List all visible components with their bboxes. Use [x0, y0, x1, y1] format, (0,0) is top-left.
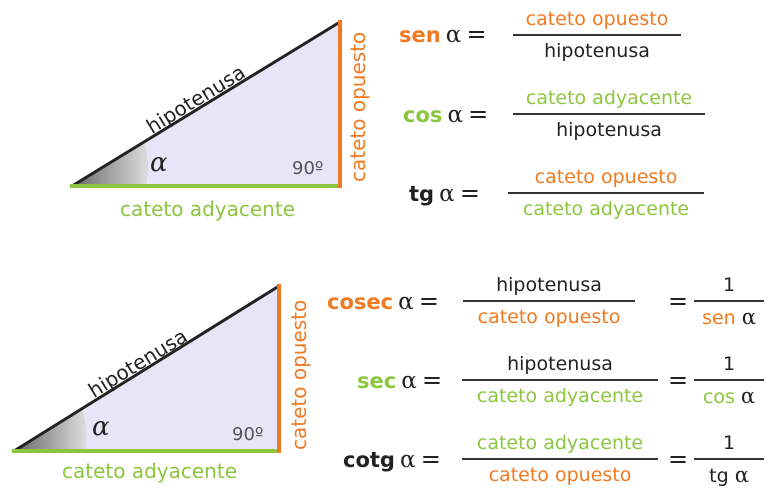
formula-cos-lhs: cos α =	[403, 100, 488, 128]
formula-sec-name: sec	[357, 369, 397, 393]
formula-sec-fraction: hipotenusa cateto adyacente	[462, 353, 658, 407]
formula-cosec-equals-2: =	[668, 287, 689, 315]
formula-sec-numerator: hipotenusa	[507, 353, 613, 375]
formula-sec-alpha: α	[401, 368, 417, 394]
formula-tg-fraction: cateto opuesto cateto adyacente	[508, 166, 704, 220]
triangle-bottom-hypotenuse-line	[13, 284, 280, 453]
triangle-top-right-angle-label: 90º	[292, 158, 324, 179]
triangle-top-adjacent-label: cateto adyacente	[120, 197, 295, 221]
formula-sec-reciprocal: 1 cos α	[694, 353, 764, 408]
formula-cosec-lhs: cosec α =	[327, 287, 439, 315]
formula-sec-recip-fn: cos	[702, 386, 735, 408]
formula-sec-recip-den: cos α	[694, 385, 764, 408]
formula-sen-name: sen	[399, 23, 441, 47]
formula-cos-alpha: α	[447, 102, 464, 128]
formula-cosec-recip-num: 1	[722, 274, 736, 296]
formula-cosec-equals: =	[418, 287, 439, 315]
triangle-bottom-right-angle-label: 90º	[232, 424, 264, 445]
triangle-bottom	[12, 284, 281, 453]
formula-tg-numerator: cateto opuesto	[534, 166, 678, 188]
formula-cos-name: cos	[403, 103, 443, 127]
triangle-top-opposite-label: cateto opuesto	[346, 31, 370, 182]
formula-sec-recip-num: 1	[722, 353, 736, 375]
formula-tg-name: tg	[409, 182, 435, 206]
formula-cos-fraction: cateto adyacente hipotenusa	[513, 87, 705, 141]
formula-sec-recip-bar	[694, 379, 764, 381]
formula-cos-denominator: hipotenusa	[556, 119, 662, 141]
formula-cotg-lhs: cotg α =	[343, 445, 441, 473]
formula-cosec-numerator: hipotenusa	[496, 274, 602, 296]
formula-cotg-name: cotg	[343, 448, 395, 472]
triangle-top-alpha-label: α	[150, 148, 168, 178]
formula-cosec-recip-alpha: α	[741, 305, 756, 329]
formula-sec-bar	[462, 379, 658, 381]
formula-cotg-equals-2: =	[668, 445, 689, 473]
formula-sec-lhs: sec α =	[357, 366, 442, 394]
formula-cosec-denominator: cateto opuesto	[477, 306, 621, 328]
formula-sen-numerator: cateto opuesto	[525, 8, 669, 30]
triangle-top	[70, 20, 342, 188]
formula-cosec-name: cosec	[327, 290, 394, 314]
formula-cosec-recip-bar	[694, 300, 764, 302]
formula-cosec-bar	[463, 300, 635, 302]
formula-tg-equals: =	[459, 179, 480, 207]
formula-sec-equals-2: =	[668, 366, 689, 394]
formula-cosec-recip-den: sen α	[694, 306, 764, 329]
formula-cotg-recip-den: tg α	[694, 464, 764, 487]
formula-tg-alpha: α	[439, 181, 455, 207]
formula-cotg-reciprocal: 1 tg α	[694, 432, 764, 487]
formula-sen-alpha: α	[445, 22, 462, 48]
formula-cotg-recip-fn: tg	[709, 465, 729, 487]
formula-cotg-recip-alpha: α	[734, 463, 749, 487]
formula-sec-recip-alpha: α	[740, 384, 756, 408]
formula-sec-equals: =	[421, 366, 443, 394]
formula-cotg-recip-bar	[694, 458, 764, 460]
formula-cos-equals: =	[468, 100, 489, 128]
formula-sen-bar	[513, 34, 681, 36]
formula-cosec-reciprocal: 1 sen α	[694, 274, 764, 329]
formula-cosec-recip-fn: sen	[702, 307, 736, 329]
triangle-top-hypotenuse-line	[71, 20, 341, 188]
formula-sen-lhs: sen α =	[399, 20, 487, 48]
formula-tg-bar	[508, 192, 704, 194]
formula-cosec-fraction: hipotenusa cateto opuesto	[463, 274, 635, 328]
formula-cos-bar	[513, 113, 705, 115]
triangle-bottom-alpha-label: α	[92, 412, 110, 442]
formula-cotg-bar	[462, 458, 658, 460]
formula-cotg-denominator: cateto opuesto	[488, 464, 632, 486]
formula-tg-denominator: cateto adyacente	[522, 198, 690, 220]
formula-cosec-alpha: α	[398, 289, 414, 315]
formula-sen-equals: =	[466, 20, 487, 48]
triangle-bottom-opposite-label: cateto opuesto	[287, 299, 311, 450]
formula-cos-numerator: cateto adyacente	[525, 87, 693, 109]
formula-cotg-equals: =	[420, 445, 441, 473]
formula-cotg-numerator: cateto adyacente	[476, 432, 644, 454]
triangle-bottom-adjacent-label: cateto adyacente	[62, 459, 237, 483]
formula-cotg-recip-num: 1	[722, 432, 736, 454]
formula-sec-denominator: cateto adyacente	[476, 385, 644, 407]
formula-tg-lhs: tg α =	[409, 179, 480, 207]
formula-cotg-fraction: cateto adyacente cateto opuesto	[462, 432, 658, 486]
formula-sen-fraction: cateto opuesto hipotenusa	[513, 8, 681, 62]
formula-sen-denominator: hipotenusa	[544, 40, 650, 62]
formula-cotg-alpha: α	[400, 447, 416, 473]
